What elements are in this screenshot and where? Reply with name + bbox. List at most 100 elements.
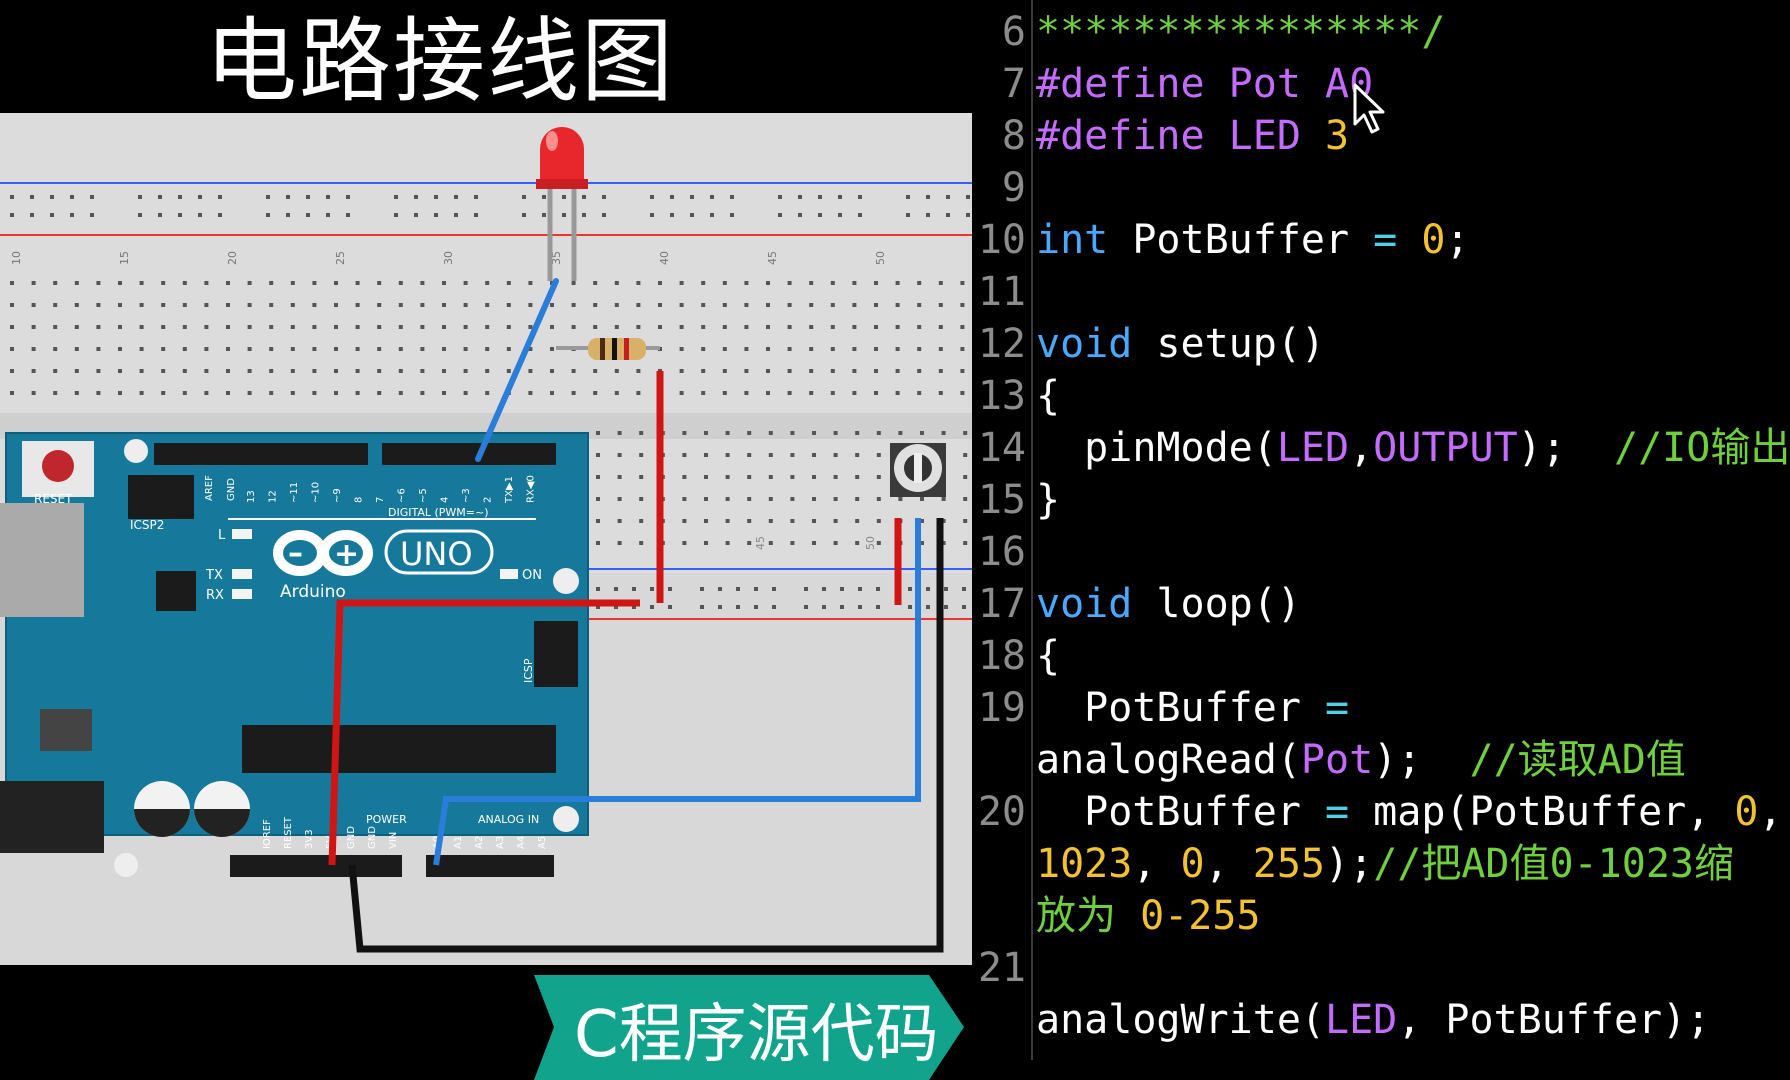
breadboard-hole [596,475,600,479]
line-number: 12 [977,321,1026,367]
code-token: , [1132,841,1181,887]
breadboard-hole [118,369,122,373]
breadboard-hole [679,325,684,329]
breadboard-hole [747,475,752,479]
breadboard-hole [790,519,795,523]
breadboard-hole [809,303,814,307]
breadboard-hole [852,369,857,373]
breadboard-hole [682,519,687,523]
code-line[interactable]: } [1036,474,1060,526]
code-line[interactable]: pinMode(LED,OUTPUT); //IO输出 [1036,422,1790,474]
resistor-icon[interactable] [556,338,660,360]
breadboard-hole [355,369,360,373]
breadboard-hole [833,453,838,457]
code-line[interactable]: { [1036,630,1060,682]
breadboard-hole [704,453,708,457]
red-led-icon[interactable] [536,127,588,281]
breadboard-hole [617,475,622,479]
breadboard-hole [377,347,382,351]
code-token: int [1036,217,1109,263]
breadboard-hole [463,325,468,329]
breadboard-hole [70,213,74,217]
code-line[interactable]: 放为 0-255 [1036,890,1261,942]
breadboard-hole [394,195,398,199]
line-number: 15 [977,477,1026,523]
breadboard-hole [830,303,835,307]
code-line[interactable]: { [1036,370,1060,422]
breadboard-hole [876,605,880,609]
breadboard-hole [312,369,317,373]
brand-label: Arduino [280,582,346,602]
code-line[interactable]: ****************/ [1036,6,1445,58]
code-line[interactable]: 1023, 0, 255);//把AD值0-1023缩 [1036,838,1734,890]
breadboard-hole [917,347,922,351]
code-line[interactable]: PotBuffer = [1036,682,1349,734]
breadboard-hole [420,347,425,351]
breadboard-hole [809,281,814,285]
breadboard-hole [650,195,654,199]
breadboard-hole [725,497,730,501]
breadboard-hole [31,325,36,329]
breadboard-hole [790,497,795,501]
code-token: ); [1373,737,1470,783]
breadboard-hole [876,519,881,523]
breadboard-hole [50,213,54,217]
breadboard-hole [434,213,438,217]
breadboard-hole [833,541,838,545]
code-line[interactable]: void loop() [1036,578,1301,630]
code-line[interactable]: PotBuffer = map(PotBuffer, 0, [1036,786,1782,838]
breadboard-hole [617,431,622,435]
breadboard-hole [938,391,943,395]
breadboard-hole [895,369,900,373]
code-token: pinMode( [1036,425,1277,471]
breadboard-hole [730,195,734,199]
code-line[interactable]: int PotBuffer = 0; [1036,214,1470,266]
breadboard-hole [420,391,425,395]
code-token: , [1349,425,1374,471]
code-token: loop() [1132,581,1301,627]
code-line[interactable]: #define LED 3 [1036,110,1349,162]
breadboard-hole [96,281,101,285]
breadboard-hole [474,213,478,217]
breadboard-hole [926,213,930,217]
breadboard-hole [74,369,79,373]
breadboard-hole [10,281,14,285]
icsp2-label: ICSP2 [130,518,164,532]
breadboard-hole [941,431,946,435]
breadboard-hole [876,587,880,591]
reset-button-cap[interactable] [42,450,74,482]
line-number: 14 [977,425,1026,471]
code-token: } [1036,477,1061,523]
breadboard-hole [290,391,295,395]
potentiometer-icon[interactable] [890,443,946,497]
breadboard-hole [138,195,142,199]
breadboard-hole [454,195,458,199]
pin-label: 4 [440,497,451,503]
breadboard-hole [286,213,290,217]
code-line[interactable]: analogWrite(LED, PotBuffer); [1036,994,1710,1046]
breadboard-hole [747,541,752,545]
breadboard-hole [355,281,360,285]
breadboard-hole [830,391,835,395]
breadboard-hole [31,281,36,285]
breadboard-hole [772,605,776,609]
breadboard-hole [593,391,598,395]
pin-label: ~10 [311,482,322,503]
breadboard-hole [528,347,533,351]
line-number: 10 [977,217,1026,263]
breadboard-hole [963,497,968,501]
code-line[interactable]: void setup() [1036,318,1325,370]
code-line[interactable]: analogRead(Pot); //读取AD值 [1036,734,1686,786]
line-number: 19 [977,685,1026,731]
breadboard-hole [434,195,438,199]
pin-label: 8 [354,497,365,503]
breadboard-hole [668,605,672,609]
breadboard-hole [682,541,687,545]
code-line[interactable]: #define Pot A0 [1036,58,1373,110]
breadboard-hole [941,519,946,523]
breadboard-hole [874,391,878,395]
breadboard-hole [96,369,101,373]
breadboard-hole [53,325,58,329]
breadboard-hole [198,195,202,199]
